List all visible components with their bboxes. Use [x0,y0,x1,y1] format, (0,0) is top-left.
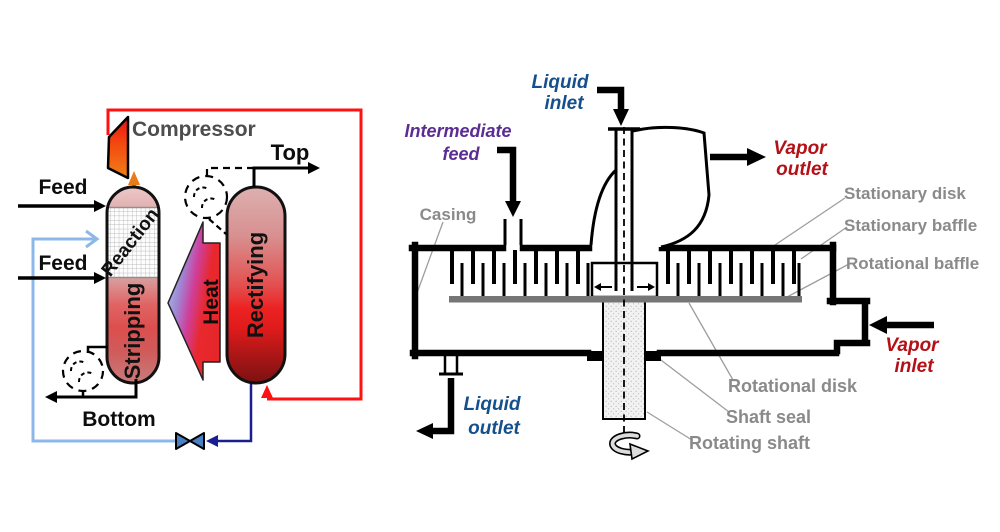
rotational-disk-pointer [688,302,734,381]
reaction-stripping-column: Reaction Stripping [98,185,164,385]
vapor-inlet-arrowhead-icon [869,316,887,334]
vapor-outlet-arrowhead-icon [747,148,766,166]
intermediate-feed-label-1: Intermediate [404,121,511,141]
feed-lower-arrowhead-icon [94,272,106,284]
rotational-disk-label: Rotational disk [728,376,858,396]
rotating-disk-contactor-diagram: Liquid inlet Intermediate feed Vapor out… [404,72,979,461]
reboiler-dashed-icon [61,345,108,398]
vapor-duct-fill [633,127,709,247]
reaction-packing [107,207,159,278]
feed-lower-label: Feed [38,252,87,275]
shaft-seal-right [645,351,661,361]
compressor-shape [106,115,130,180]
liquid-inlet-pipe [614,130,634,291]
stripping-label: Stripping [120,283,145,380]
feed-upper-arrowhead-icon [94,200,106,212]
heat-label: Heat [200,279,223,325]
stationary-baffles [450,250,796,284]
top-label: Top [271,140,310,165]
stationary-baffle-pointer [800,226,848,260]
top-arrowhead-icon [308,162,320,174]
vapor-inlet-label-2: inlet [894,356,934,377]
rotational-baffle-label: Rotational baffle [846,254,979,273]
vapor-duct-outline [632,125,711,249]
rotating-shaft-label: Rotating shaft [689,433,810,453]
vapor-recycle-line [106,108,363,401]
reactive-distillation-diagram: Compressor Reaction Stripping Rectifying… [18,108,363,450]
liquid-inlet-arrowhead-icon [613,109,629,126]
bottoms-recycle-line [31,237,176,443]
casing-label: Casing [420,205,477,224]
spread-right-arrowhead-icon [648,283,655,291]
liquid-inlet-label-2: inlet [544,93,584,114]
liquid-outlet-label-2: outlet [468,418,520,439]
liquid-outlet-arrow [433,378,455,435]
liquid-outlet-arrowhead-icon [416,423,433,439]
rotational-disk-bar [449,296,802,303]
intermediate-feed-label-2: feed [442,144,480,164]
rectifying-label: Rectifying [243,232,268,338]
casing-pointer [416,221,444,294]
distillate-arrowhead-icon [206,435,218,447]
stationary-disk-pointer [774,197,846,246]
heat-arrow [167,221,221,381]
shaft-seal-label: Shaft seal [726,407,811,427]
bottom-label: Bottom [82,408,155,431]
compressor-label: Compressor [132,118,256,141]
vapor-outlet-label-2: outlet [776,159,828,180]
liquid-inlet-label-1: Liquid [532,72,589,93]
distillate-line [218,384,253,443]
vapor-inlet-label-1: Vapor [885,335,940,356]
shaft-seal-left [587,351,603,361]
rotational-baffle-pointer [786,263,850,298]
liquid-outlet-nozzle [443,355,459,373]
shaft-seal-pointer [656,356,730,413]
stationary-disk-label: Stationary disk [844,184,966,203]
condenser-dashed-icon [183,166,254,235]
bottom-product-line [57,379,138,399]
feed-upper-label: Feed [38,176,87,199]
spread-left-arrowhead-icon [594,283,601,291]
liquid-outlet-label-1: Liquid [464,394,521,415]
vapor-duct-left-curve [589,168,618,246]
rotational-baffles [460,263,801,297]
rotating-shaft-pointer [646,411,693,441]
top-product-line [252,166,308,187]
intermediate-feed-nozzle [503,219,523,245]
bottoms-recycle-arrowhead-icon [85,229,100,249]
pointer-lines [416,197,850,441]
liquid-inlet-arrow [597,86,625,109]
casing-outline [408,241,871,360]
stationary-baffle-label: Stationary baffle [844,216,977,235]
vapor-outlet-label-1: Vapor [773,138,828,159]
vapor-recycle-arrowhead-icon [261,385,273,398]
valve-icon [175,432,205,450]
rectifying-column: Rectifying [225,185,287,385]
intermediate-feed-arrow [497,146,517,201]
compressor-inlet-arrowhead-icon [128,171,140,185]
intermediate-feed-arrowhead-icon [505,201,521,217]
bottom-arrowhead-icon [45,391,57,403]
rotation-arrow-icon [609,431,650,461]
